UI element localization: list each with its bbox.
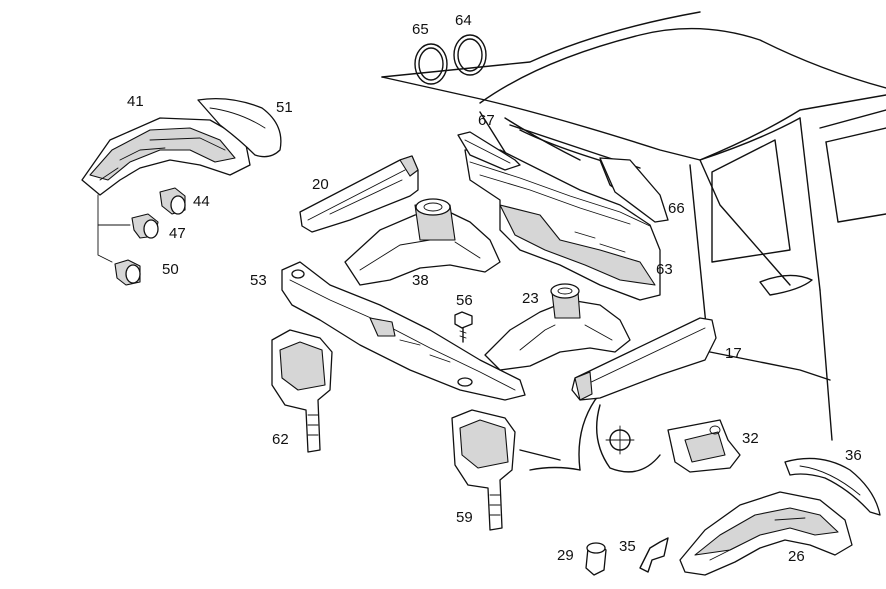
label-56: 56 bbox=[456, 292, 473, 309]
strut-tower-38 bbox=[344, 198, 501, 286]
cowl-panel-67 bbox=[457, 131, 521, 171]
label-53: 53 bbox=[250, 272, 267, 289]
fastener-50 bbox=[114, 259, 141, 286]
strut-tower-23 bbox=[484, 283, 631, 371]
bolt-56 bbox=[454, 311, 473, 343]
label-66: 66 bbox=[668, 200, 685, 217]
label-36: 36 bbox=[845, 447, 862, 464]
label-41: 41 bbox=[127, 93, 144, 110]
fastener-47 bbox=[131, 213, 159, 239]
label-20: 20 bbox=[312, 176, 329, 193]
clip-29 bbox=[585, 542, 607, 576]
longitudinal-member-17 bbox=[571, 317, 717, 401]
bracket-32 bbox=[667, 419, 741, 473]
label-29: 29 bbox=[557, 547, 574, 564]
bracket-59 bbox=[451, 409, 516, 531]
bracket-62 bbox=[271, 329, 333, 453]
label-26: 26 bbox=[788, 548, 805, 565]
label-62: 62 bbox=[272, 431, 289, 448]
label-63: 63 bbox=[656, 261, 673, 278]
label-59: 59 bbox=[456, 509, 473, 526]
fastener-bracket-line bbox=[97, 194, 131, 263]
cross-member-53 bbox=[281, 261, 526, 401]
firewall-63 bbox=[464, 149, 661, 301]
label-50: 50 bbox=[162, 261, 179, 278]
panel-66 bbox=[599, 157, 669, 223]
wheel-housing-liner-41 bbox=[81, 117, 251, 196]
label-38: 38 bbox=[412, 272, 429, 289]
label-23: 23 bbox=[522, 290, 539, 307]
label-32: 32 bbox=[742, 430, 759, 447]
label-47: 47 bbox=[169, 225, 186, 242]
label-67: 67 bbox=[478, 112, 495, 129]
longitudinal-member-20 bbox=[299, 155, 419, 233]
label-44: 44 bbox=[193, 193, 210, 210]
wheel-housing-liner-26 bbox=[679, 491, 853, 576]
label-17: 17 bbox=[725, 345, 742, 362]
ring-seal-64 bbox=[453, 34, 487, 76]
ring-seal-65 bbox=[414, 43, 448, 85]
clip-35 bbox=[639, 537, 669, 573]
label-65: 65 bbox=[412, 21, 429, 38]
cover-51 bbox=[197, 98, 282, 158]
part-labels: 65 64 41 51 67 20 44 47 50 66 53 38 63 5… bbox=[127, 12, 862, 565]
label-35: 35 bbox=[619, 538, 636, 555]
fastener-44 bbox=[159, 187, 186, 215]
label-51: 51 bbox=[276, 99, 293, 116]
cover-36 bbox=[784, 457, 881, 516]
label-64: 64 bbox=[455, 12, 472, 29]
